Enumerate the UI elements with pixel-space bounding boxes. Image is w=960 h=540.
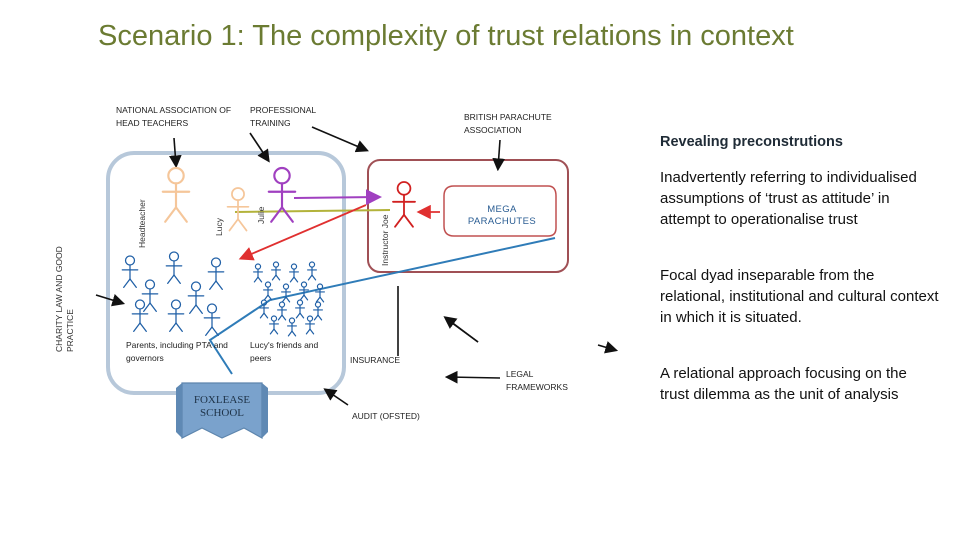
headteacher-figure <box>161 166 191 223</box>
parent-figure <box>165 251 183 284</box>
arrow-insurance <box>443 316 479 343</box>
parent-figure <box>187 281 205 314</box>
mega-parachutes-scroll <box>443 185 557 237</box>
arrow-professional-training <box>249 132 270 163</box>
connector-lucy-joe <box>234 209 391 213</box>
julie-figure <box>267 166 297 223</box>
sidebar-point-2: Focal dyad inseparable from the relation… <box>660 267 939 326</box>
parent-figure <box>141 279 159 312</box>
label-professional-training: PROFESSIONAL TRAINING <box>250 105 316 128</box>
friend-figure <box>307 261 317 281</box>
label-lucy: Lucy <box>214 218 224 236</box>
arrow-charity-law <box>95 294 126 307</box>
friend-figure <box>289 263 299 283</box>
parent-figure <box>207 257 225 290</box>
label-parents: Parents, including PTA and governors <box>126 340 228 363</box>
lucy-figure <box>226 187 250 232</box>
label-lucys-friends: Lucy's friends and peers <box>250 340 319 363</box>
parent-figure <box>121 255 139 288</box>
arrow-national-association <box>168 137 182 169</box>
sidebar-heading: Revealing preconstrutions <box>660 134 843 150</box>
label-insurance: INSURANCE <box>350 355 401 365</box>
friend-figure <box>269 315 279 335</box>
connector-school-mega <box>208 237 556 375</box>
friend-figure <box>253 263 263 283</box>
sidebar-point-1: Inadvertently referring to individualise… <box>660 169 917 228</box>
label-instructor-joe: Instructor Joe <box>380 214 390 267</box>
sidebar-point-3: A relational approach focusing on the tr… <box>660 365 907 403</box>
friend-figure <box>281 283 291 303</box>
label-charity-law: CHARITY LAW AND GOOD PRACTICE <box>54 246 75 352</box>
banner-fold-left <box>176 383 182 438</box>
label-mega-parachutes: MEGA PARACHUTES <box>467 204 537 227</box>
arrow-joe-children <box>238 204 367 261</box>
parent-figure <box>203 303 221 336</box>
friend-figure <box>277 301 287 321</box>
arrow-british-parachute <box>492 139 506 172</box>
friend-figure <box>271 261 281 281</box>
label-julie: Julie <box>256 206 266 224</box>
friend-figure <box>305 315 315 335</box>
label-legal-frameworks: LEGAL FRAMEWORKS <box>506 369 568 392</box>
friend-figure <box>313 301 323 321</box>
friend-figure <box>259 299 269 319</box>
banner-fold-right <box>262 383 268 438</box>
label-national-association: NATIONAL ASSOCIATION OF HEAD TEACHERS <box>116 105 232 128</box>
slide-title: Scenario 1: The complexity of trust rela… <box>98 20 794 52</box>
arrow-to-mega <box>311 126 369 153</box>
instructor-joe-figure <box>392 181 416 228</box>
arrow-legal-frameworks <box>444 370 501 384</box>
arrow-relational <box>597 341 619 354</box>
arrow-julie-joe <box>293 189 382 206</box>
parent-figure <box>131 299 149 332</box>
friend-figure <box>287 317 297 337</box>
parent-figure <box>167 299 185 332</box>
figures-group <box>121 166 416 337</box>
label-headteacher: Headteacher <box>137 199 147 248</box>
label-foxlease-school: FOXLEASE SCHOOL <box>193 394 251 419</box>
arrow-audit <box>323 388 349 406</box>
friend-figure <box>299 281 309 301</box>
label-audit: AUDIT (OFSTED) <box>352 411 420 421</box>
label-british-parachute: BRITISH PARACHUTE ASSOCIATION <box>464 112 552 135</box>
friend-figure <box>295 299 305 319</box>
friend-figure <box>315 283 325 303</box>
mega-parachutes-region <box>367 159 569 273</box>
friend-figure <box>263 281 273 301</box>
